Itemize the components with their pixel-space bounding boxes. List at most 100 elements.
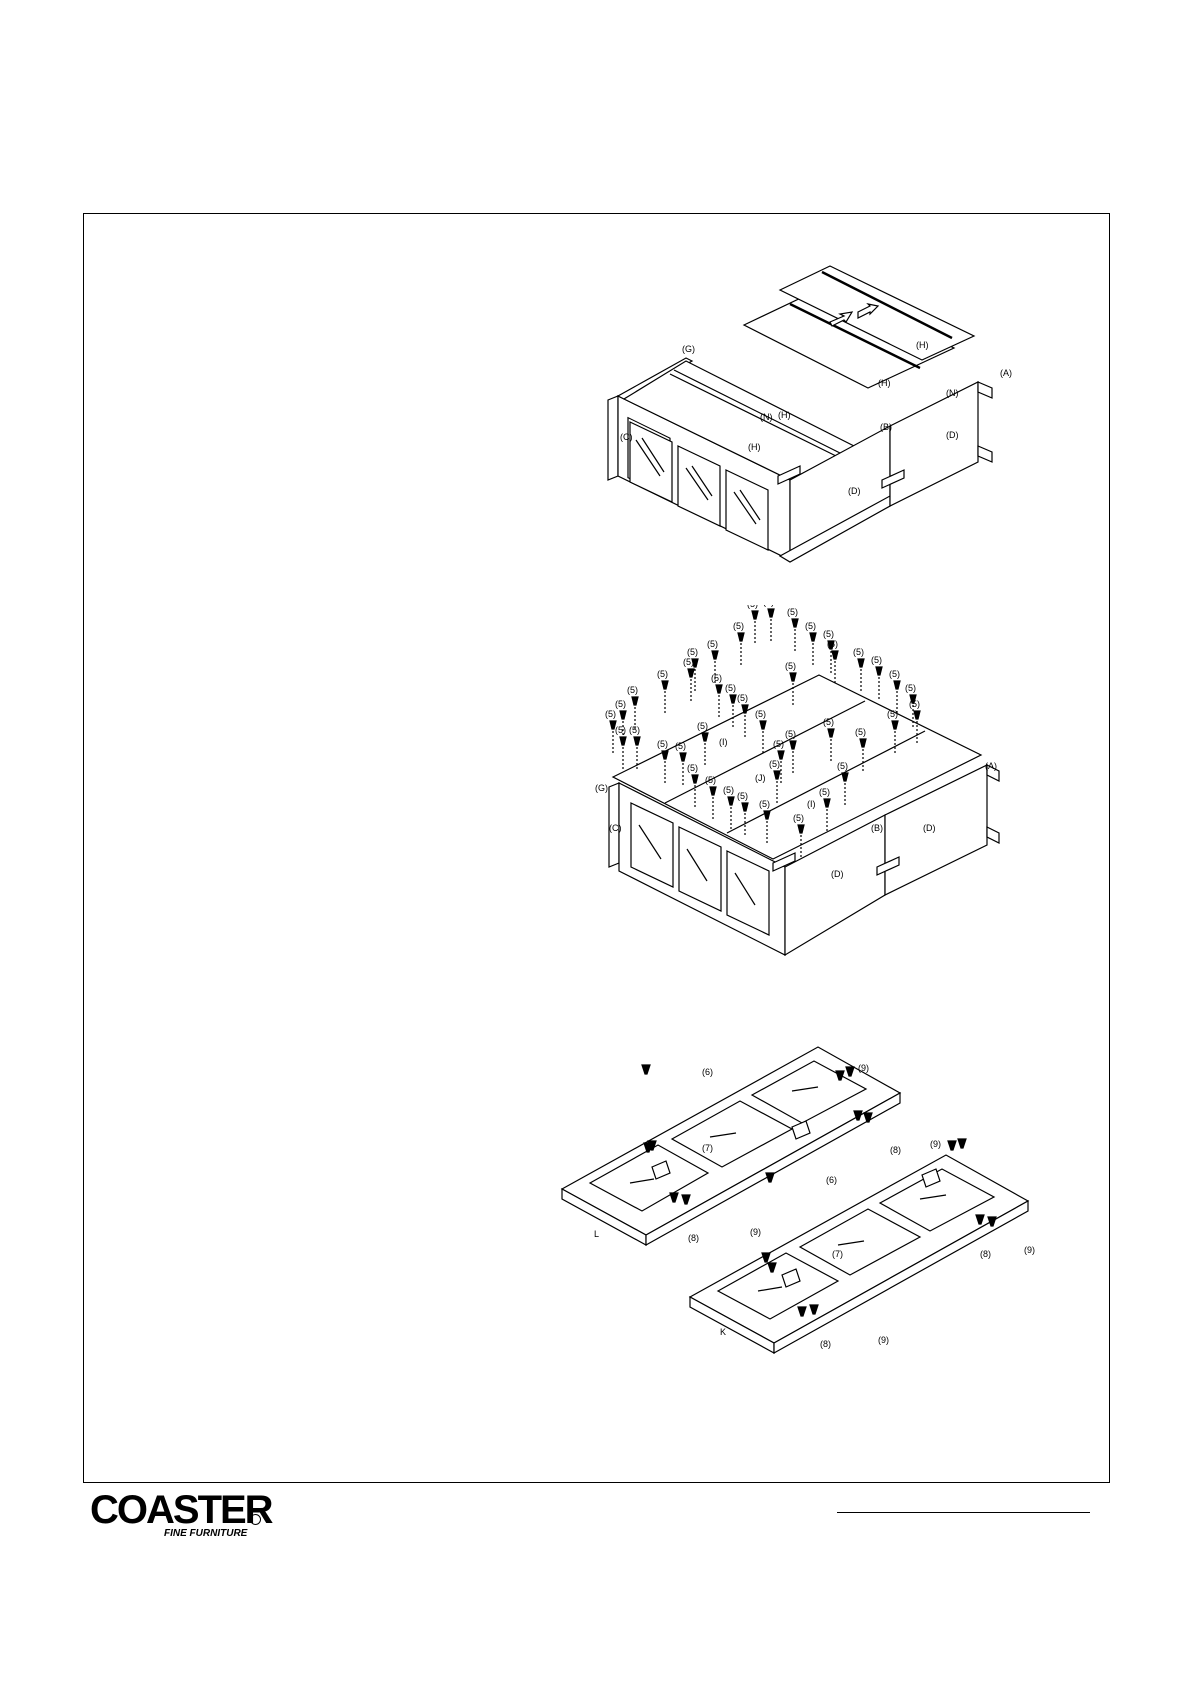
label-screw-5: (5) (805, 621, 816, 631)
label-screw-5: (5) (909, 699, 920, 709)
label-i-rear: (I) (719, 737, 728, 747)
label-screw-5: (5) (871, 655, 882, 665)
hinge-bracket-icon (921, 1168, 941, 1188)
label-screw-5: (5) (725, 683, 736, 693)
label-9-l-right: (9) (858, 1063, 869, 1073)
label-d-rear: (D) (923, 823, 936, 833)
screw-5-icon (791, 618, 799, 628)
screw-5-icon (777, 750, 785, 760)
registered-mark-icon (250, 1514, 261, 1525)
screw-5-icon (729, 694, 737, 704)
screw-5-icon (751, 610, 759, 620)
label-screw-5: (5) (905, 683, 916, 693)
screw-5-icon (773, 770, 781, 780)
label-7-l: (7) (702, 1143, 713, 1153)
label-screw-5: (5) (723, 785, 734, 795)
label-d-front: (D) (848, 486, 861, 496)
screw-5-icon (857, 658, 865, 668)
label-h-mid: (H) (878, 378, 891, 388)
label-screw-5: (5) (769, 759, 780, 769)
screw-5-icon (759, 720, 767, 730)
label-screw-5: (5) (785, 661, 796, 671)
label-screw-5: (5) (711, 673, 722, 683)
label-screw-5: (5) (855, 727, 866, 737)
label-screw-5: (5) (697, 721, 708, 731)
screw-5-icon (619, 710, 627, 720)
label-screw-5: (5) (733, 621, 744, 631)
label-screw-5: (5) (737, 791, 748, 801)
screw-5-icon (609, 720, 617, 730)
label-9-k-side: (9) (1024, 1245, 1035, 1255)
label-screw-5: (5) (889, 669, 900, 679)
label-a: (A) (985, 761, 997, 771)
screw-5-icon (875, 666, 883, 676)
screw-5-icon (827, 640, 835, 650)
label-screw-5: (5) (675, 741, 686, 751)
label-screw-5: (5) (657, 669, 668, 679)
label-screw-5: (5) (887, 709, 898, 719)
label-g: (G) (595, 783, 608, 793)
screw-5-icon (661, 750, 669, 760)
label-d-front: (D) (831, 869, 844, 879)
screw-5-icon (831, 650, 839, 660)
diagram-top-panels (600, 250, 1030, 590)
label-9-l-side: (9) (930, 1139, 941, 1149)
screw-5-icon (859, 738, 867, 748)
screw-5-icon (709, 786, 717, 796)
screw-icon (641, 1064, 651, 1075)
instruction-frame (83, 213, 1110, 1483)
label-screw-5: (5) (819, 787, 830, 797)
diagram-door-hardware (560, 1045, 1050, 1365)
hinge-bracket-icon (791, 1120, 811, 1140)
screw-5-icon (631, 696, 639, 706)
screw-icon (987, 1216, 997, 1227)
screw-5-icon (619, 736, 627, 746)
screw-icon (863, 1112, 873, 1123)
label-screw-5: (5) (737, 693, 748, 703)
screw-5-icon (691, 774, 699, 784)
label-n-front: (N) (760, 412, 773, 422)
label-8-l: (8) (688, 1233, 699, 1243)
label-6-k: (6) (826, 1175, 837, 1185)
logo-wordmark: COASTER (90, 1488, 274, 1532)
label-screw-5: (5) (615, 725, 626, 735)
screw-5-icon (767, 608, 775, 618)
screw-5-icon (679, 752, 687, 762)
screw-icon (947, 1140, 957, 1151)
screw-5-icon (737, 632, 745, 642)
label-h-top: (H) (916, 340, 929, 350)
label-screw-5: (5) (747, 605, 758, 609)
label-i-front: (I) (807, 799, 816, 809)
label-screw-5: (5) (773, 739, 784, 749)
label-screw-5: (5) (787, 607, 798, 617)
screw-icon (761, 1252, 771, 1263)
logo-tagline: FINE FURNITURE (164, 1528, 248, 1539)
screw-5-icon (687, 668, 695, 678)
label-screw-5: (5) (707, 639, 718, 649)
screw-icon (835, 1070, 845, 1081)
screw-5-icon (741, 802, 749, 812)
label-c: (C) (609, 823, 622, 833)
screw-icon (765, 1172, 775, 1183)
screw-icon (669, 1192, 679, 1203)
screw-5-icon (797, 824, 805, 834)
label-screw-5: (5) (793, 813, 804, 823)
screw-icon (647, 1140, 657, 1151)
screw-5-icon (827, 728, 835, 738)
screw-icon (809, 1304, 819, 1315)
label-l: L (594, 1229, 599, 1239)
label-g: (G) (682, 344, 695, 354)
screw-5-icon (893, 680, 901, 690)
screw-5-icon (789, 672, 797, 682)
screw-5-icon (809, 632, 817, 642)
screw-5-icon (727, 796, 735, 806)
screw-5-icon (891, 720, 899, 730)
label-screw-5: (5) (853, 647, 864, 657)
hinge-bracket-icon (781, 1268, 801, 1288)
screw-5-icon (711, 650, 719, 660)
screw-5-icon (789, 740, 797, 750)
screw-5-icon (633, 736, 641, 746)
label-b: (B) (871, 823, 883, 833)
label-screw-5: (5) (759, 799, 770, 809)
label-c: (C) (620, 432, 633, 442)
